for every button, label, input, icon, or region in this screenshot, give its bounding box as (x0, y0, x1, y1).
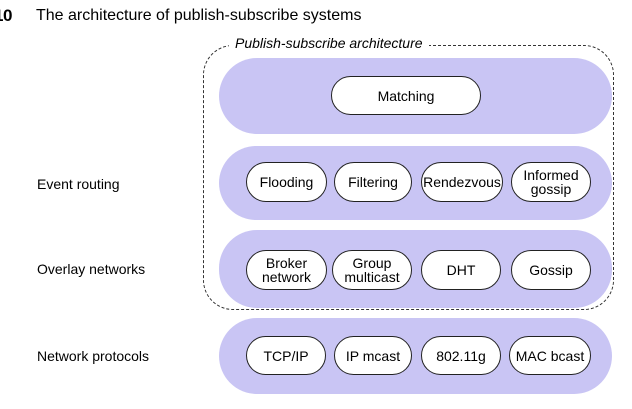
box-802-11g: 802.11g (421, 336, 501, 375)
box-rendezvous: Rendezvous (421, 162, 503, 202)
box-group-multicast: Group multicast (332, 250, 412, 290)
box-informed-gossip: Informed gossip (511, 162, 591, 202)
figure-title: The architecture of publish-subscribe sy… (36, 7, 362, 24)
box-flooding: Flooding (246, 162, 327, 202)
label-network-protocols: Network protocols (37, 348, 150, 364)
box-broker-network: Broker network (246, 250, 327, 290)
figure-number: 10 (0, 6, 12, 25)
box-ip-mcast: IP mcast (334, 336, 412, 375)
frame-label: Publish-subscribe architecture (229, 35, 429, 51)
label-overlay-networks: Overlay networks (37, 261, 146, 277)
box-tcp-ip: TCP/IP (246, 336, 326, 375)
box-dht: DHT (421, 250, 501, 290)
box-matching: Matching (331, 76, 481, 115)
box-filtering: Filtering (334, 162, 412, 202)
label-event-routing: Event routing (37, 176, 120, 192)
box-mac-bcast: MAC bcast (509, 336, 591, 375)
box-gossip: Gossip (511, 250, 591, 290)
